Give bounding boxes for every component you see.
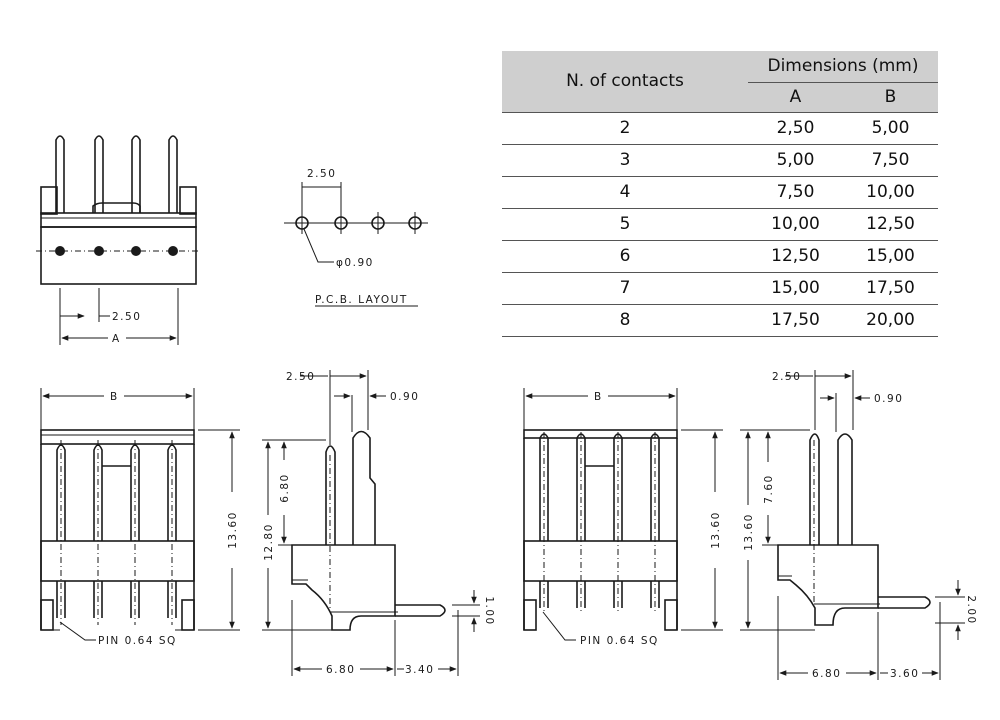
front-left-height: 13.60 xyxy=(227,511,239,549)
pcb-hole-diameter: φ0.90 xyxy=(336,257,374,269)
front-left-pins xyxy=(56,440,177,625)
pcb-layout: 2.50 φ0.90 P.C.B. LAYOUT xyxy=(284,168,428,307)
side-left-pin-width: 0.90 xyxy=(390,391,419,403)
cell-n: 5 xyxy=(502,207,748,240)
col-header-contacts: N. of contacts xyxy=(502,51,748,112)
cell-a: 10,00 xyxy=(748,207,843,240)
cell-b: 17,50 xyxy=(843,271,938,304)
cell-b: 7,50 xyxy=(843,143,938,176)
top-front-pins xyxy=(55,135,178,213)
front-view-left: B PIN 0.64 SQ 13.60 xyxy=(40,388,240,647)
cell-b: 15,00 xyxy=(843,239,938,272)
front-right-pin-size: PIN 0.64 SQ xyxy=(580,635,659,647)
side-right-pitch: 2.50 xyxy=(772,371,801,383)
front-left-pin-size: PIN 0.64 SQ xyxy=(98,635,177,647)
cell-n: 4 xyxy=(502,175,748,208)
front-right-height: 13.60 xyxy=(710,511,722,549)
cell-b: 5,00 xyxy=(843,111,938,144)
top-front-pin-dots xyxy=(55,246,178,256)
side-view-left: 2.50 0.90 12.80 6.80 6.80 3.40 xyxy=(262,370,495,676)
cell-a: 17,50 xyxy=(748,303,843,337)
cell-n: 8 xyxy=(502,303,748,337)
cell-a: 12,50 xyxy=(748,239,843,272)
side-right-upper-height: 7.60 xyxy=(763,474,775,503)
cell-a: 5,00 xyxy=(748,143,843,176)
top-front-view: 2.50 A xyxy=(36,135,200,345)
cell-n: 6 xyxy=(502,239,748,272)
side-left-total-height: 12.80 xyxy=(263,523,275,561)
side-left-tail-height: 1.00 xyxy=(483,596,495,625)
pcb-holes xyxy=(295,212,422,234)
pcb-pitch: 2.50 xyxy=(307,168,336,180)
cell-b: 10,00 xyxy=(843,175,938,208)
cell-a: 15,00 xyxy=(748,271,843,304)
front-left-dim-b: B xyxy=(110,391,119,403)
side-view-right: 2.50 0.90 13.60 7.60 6.80 3.60 xyxy=(740,370,977,680)
cell-n: 7 xyxy=(502,271,748,304)
side-left-upper-height: 6.80 xyxy=(279,473,291,502)
cell-b: 12,50 xyxy=(843,207,938,240)
cell-n: 3 xyxy=(502,143,748,176)
side-left-pitch: 2.50 xyxy=(286,371,315,383)
col-header-a: A xyxy=(748,82,843,112)
side-right-tail-length: 3.60 xyxy=(890,668,919,680)
top-front-dim-a: A xyxy=(112,333,121,345)
cell-n: 2 xyxy=(502,111,748,144)
side-left-tail-length: 3.40 xyxy=(405,664,434,676)
cell-a: 2,50 xyxy=(748,111,843,144)
cell-a: 7,50 xyxy=(748,175,843,208)
col-header-dimensions: Dimensions (mm) xyxy=(748,51,938,83)
front-right-dim-b: B xyxy=(594,391,603,403)
col-header-b: B xyxy=(843,82,938,112)
side-right-body-depth: 6.80 xyxy=(812,668,841,680)
top-front-pitch: 2.50 xyxy=(112,311,141,323)
side-right-pin-width: 0.90 xyxy=(874,393,903,405)
pcb-caption: P.C.B. LAYOUT xyxy=(315,294,408,306)
front-view-right: B PIN 0.64 SQ 13.60 xyxy=(523,388,723,647)
side-right-tail-height: 2.00 xyxy=(965,595,977,624)
cell-b: 20,00 xyxy=(843,303,938,337)
side-left-body-depth: 6.80 xyxy=(326,664,355,676)
side-right-total-height: 13.60 xyxy=(743,513,755,551)
front-right-pins xyxy=(539,432,660,612)
